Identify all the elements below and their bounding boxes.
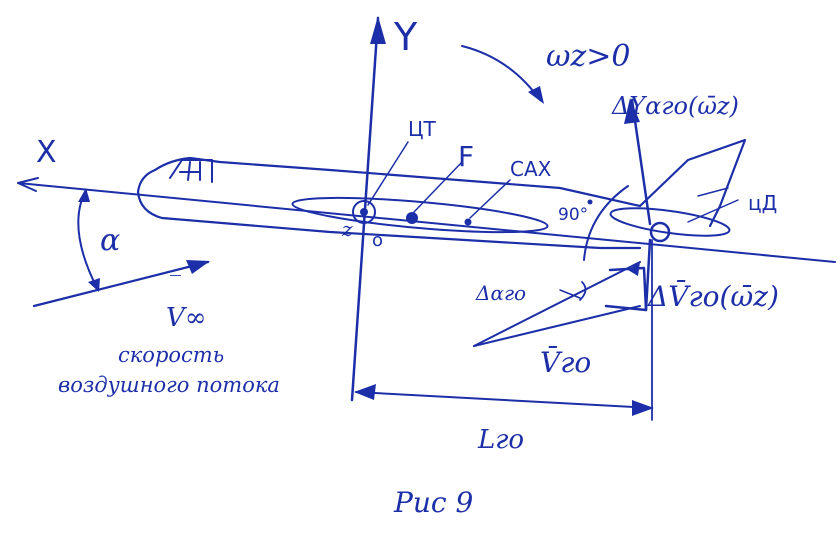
cd-label: цД <box>748 191 777 215</box>
cg-label: ЦТ <box>408 117 437 141</box>
length-dimension-line <box>355 391 653 409</box>
origin-label: o <box>372 230 383 251</box>
alpha-arrowhead-top <box>78 188 90 202</box>
angle-dot <box>587 199 593 205</box>
mac-leader <box>469 179 511 219</box>
alpha-arc <box>77 189 99 291</box>
mac-label: САХ <box>510 157 552 181</box>
x-axis-line <box>17 182 836 263</box>
delta-v-label: ΔV̄го(ω̄z) <box>647 279 779 313</box>
length-arrow-right <box>632 400 654 416</box>
focus-leader <box>413 161 463 213</box>
y-axis-arrowhead <box>370 16 386 44</box>
length-label: Lго <box>477 425 524 455</box>
v-inf-vector <box>32 260 210 308</box>
v-go-label: V̄го <box>540 345 591 379</box>
cg-marker <box>352 200 376 224</box>
focus-label: F <box>458 140 474 173</box>
alpha-label: α <box>100 223 120 258</box>
v-inf-arrowhead <box>186 260 210 274</box>
v-inf-overbar: ‾ <box>170 273 181 298</box>
x-axis-label: X <box>36 135 57 170</box>
right-angle-arc <box>583 185 629 261</box>
cg-leader <box>367 141 409 206</box>
v-go-upper-vector <box>473 261 641 347</box>
fuselage-upper-line <box>153 156 642 208</box>
cg-dot <box>360 208 368 216</box>
delta-alpha-arc <box>579 281 587 301</box>
x-axis-arrowhead <box>17 177 39 192</box>
fin-line <box>697 187 729 197</box>
fuselage-lower-line <box>136 168 642 250</box>
airflow-caption-line2: воздушного потока <box>58 373 280 397</box>
length-arrow-left <box>354 384 376 400</box>
delta-y-label: ΔYαго(ω̄z) <box>611 92 739 120</box>
tail-center-marker <box>649 221 671 243</box>
delta-alpha-label: Δαго <box>475 281 526 305</box>
cockpit-window <box>179 161 201 181</box>
vertical-stabilizer <box>638 138 747 228</box>
omega-arrowhead <box>528 86 544 104</box>
airflow-caption-line1: скорость <box>118 343 224 367</box>
wing-outline <box>291 196 549 234</box>
angle-90-label: 90° <box>558 205 588 225</box>
v-go-lower-vector <box>473 305 641 347</box>
y-axis-label: Y <box>393 15 418 59</box>
delta-v-box <box>604 266 648 312</box>
figure-caption: Рис 9 <box>393 486 473 519</box>
delta-v-arrowhead <box>628 262 640 276</box>
delta-y-arrowhead <box>624 98 640 124</box>
cockpit-frame <box>169 159 213 183</box>
delta-alpha-leader <box>559 289 581 299</box>
z-axis-label: z <box>341 217 353 241</box>
v-inf-label: V∞ <box>166 303 206 333</box>
omega-condition-label: ωz>0 <box>546 39 631 74</box>
focus-marker <box>406 212 418 224</box>
alpha-arrowhead-bottom <box>88 278 100 292</box>
mac-marker <box>464 218 472 226</box>
cd-leader <box>687 199 739 223</box>
